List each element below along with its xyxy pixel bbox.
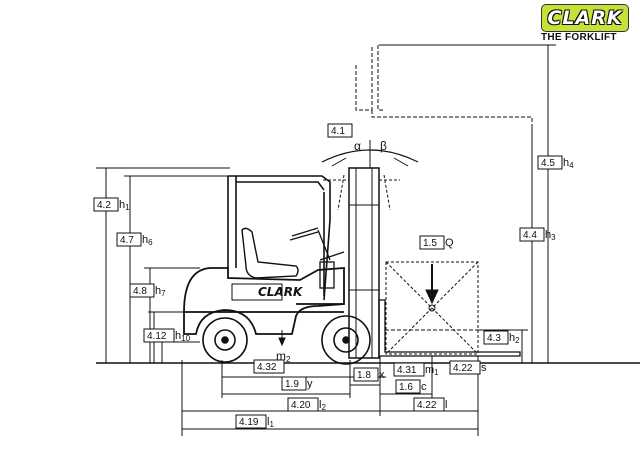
dim-code: 4.3 (487, 333, 501, 344)
dim-symbol: l1 (267, 416, 274, 429)
dim-label-d-4-1: 4.1 (327, 123, 353, 138)
dim-label-d-4-31: 4.31 m1 (393, 362, 439, 377)
dim-symbol: x (379, 369, 385, 381)
dim-symbol: h10 (175, 330, 191, 343)
tilt-arc (321, 140, 419, 168)
front-wheel (321, 315, 371, 365)
dim-code: 4.1 (331, 126, 345, 137)
dim-code: 4.5 (541, 158, 555, 169)
dim-code: 4.31 (397, 365, 417, 376)
dim-label-d-4-32: 4.32 (253, 359, 285, 374)
dim-label-d-4-22s: 4.22 s (449, 360, 487, 375)
logo-tagline: THE FORKLIFT (541, 32, 617, 43)
dim-symbol: h2 (509, 332, 520, 345)
dim-code: 4.19 (239, 417, 259, 428)
load-center-point (428, 304, 436, 312)
chassis (183, 267, 345, 335)
dim-symbol: h3 (545, 229, 556, 242)
body-clark-label: CLARK (258, 285, 304, 299)
dim-symbol: l2 (319, 399, 326, 412)
dim-symbol: y (307, 378, 313, 390)
dim-label-d-1-8: 1.8 x (353, 367, 385, 382)
dim-symbol: h7 (155, 285, 166, 298)
dim-label-d-4-12: 4.12 h10 (143, 328, 191, 343)
label-beta: β (380, 139, 387, 153)
load-box (385, 261, 479, 355)
dim-symbol: m1 (425, 364, 439, 377)
dim-label-d-1-5: 1.5 Q (419, 235, 454, 250)
dim-label-d-4-2: 4.2 h1 (93, 197, 130, 212)
dim-code: 4.22 (417, 400, 437, 411)
dim-label-d-4-3: 4.3 h2 (483, 330, 520, 345)
dim-label-d-4-5: 4.5 h4 (537, 155, 574, 170)
dim-symbol: c (421, 381, 427, 393)
dim-symbol: h4 (563, 157, 574, 170)
mast (323, 167, 400, 359)
m2-arrow-head (278, 337, 286, 347)
dim-label-d-1-6: 1.6 c (395, 379, 427, 394)
dim-code: 4.22 (453, 363, 473, 374)
dim-symbol: Q (445, 237, 454, 249)
dim-label-d-4-7: 4.7 h6 (116, 232, 153, 247)
dim-code: 4.8 (133, 286, 147, 297)
raised-forks (355, 45, 533, 124)
rear-wheel (202, 317, 248, 363)
dim-code: 4.4 (523, 230, 537, 241)
dim-code: 4.2 (97, 200, 111, 211)
forks (378, 299, 521, 357)
load-arrow-head (425, 289, 439, 305)
dim-label-d-4-8: 4.8 h7 (129, 283, 166, 298)
dim-symbol: l (445, 399, 447, 411)
dim-label-d-4-4: 4.4 h3 (519, 227, 556, 242)
dim-label-d-4-19: 4.19 l1 (235, 414, 274, 429)
dim-code: 4.7 (120, 235, 134, 246)
dim-code: 1.6 (399, 382, 413, 393)
dim-label-d-4-22l: 4.22 l (413, 397, 447, 412)
dim-label-d-1-9: 1.9 y (281, 376, 313, 391)
logo-text: CLARK (547, 7, 623, 29)
dim-code: 4.32 (257, 362, 277, 373)
dim-symbol: s (481, 362, 487, 374)
dim-label-d-4-20: 4.20 l2 (287, 397, 326, 412)
clark-logo: CLARK (541, 4, 629, 32)
dim-code: 1.9 (285, 379, 299, 390)
dim-symbol: h6 (142, 234, 153, 247)
right-vertical-dims (379, 44, 556, 363)
label-m2: m2 (276, 349, 291, 364)
seat (241, 227, 299, 279)
label-alpha: α (354, 139, 361, 153)
dim-code: 1.8 (357, 370, 371, 381)
dim-code: 4.12 (147, 331, 167, 342)
steering-column (289, 227, 345, 289)
dim-code: 4.20 (291, 400, 311, 411)
dim-code: 1.5 (423, 238, 437, 249)
dim-symbol: h1 (119, 199, 130, 212)
